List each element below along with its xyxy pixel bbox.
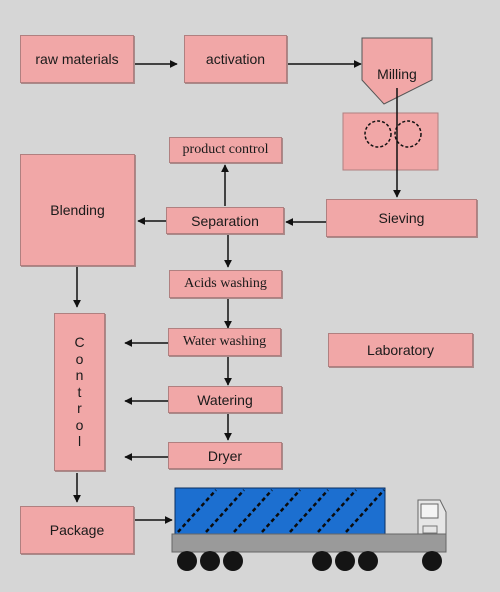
control-letter: n [75,367,84,384]
milling-hopper-icon [361,37,433,105]
node-milling: Milling [377,66,417,82]
node-water-washing: Water washing [168,328,281,356]
control-letter: o [75,350,84,367]
node-activation: activation [184,35,287,83]
node-product-control: product control [169,137,282,163]
node-package: Package [20,506,134,554]
node-blending: Blending [20,154,135,266]
node-sieving: Sieving [326,199,477,237]
control-letter: r [77,400,82,417]
mill-rollers-icon [342,112,439,171]
node-dryer: Dryer [168,442,282,469]
control-letter: t [77,383,82,400]
node-raw-materials: raw materials [20,35,134,83]
control-letter: l [77,433,82,450]
node-acids-washing: Acids washing [169,270,282,298]
control-letter: o [75,416,84,433]
node-laboratory: Laboratory [328,333,473,367]
delivery-truck-icon [171,487,447,571]
control-letter: C [74,334,85,351]
node-watering: Watering [168,386,282,413]
node-separation: Separation [166,207,284,234]
